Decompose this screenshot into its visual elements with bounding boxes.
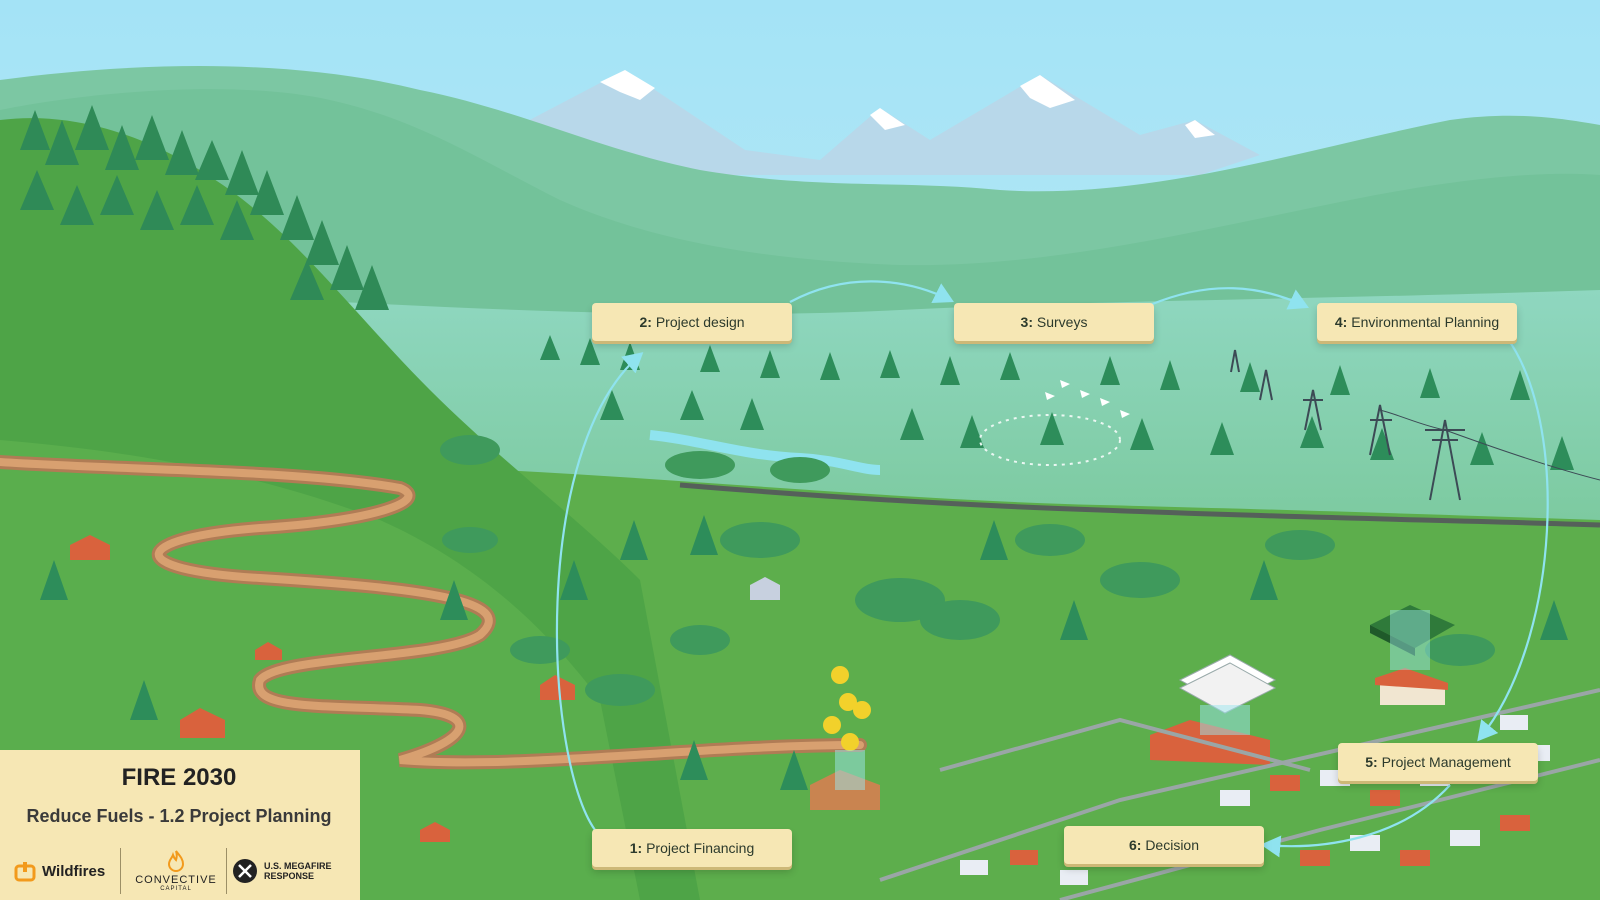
step-number: 6:: [1128, 837, 1142, 853]
step-2-project-design[interactable]: 2: Project design: [592, 303, 792, 341]
panel-title: FIRE 2030: [121, 764, 237, 791]
power-pylons: [1230, 349, 1600, 501]
step-label: Project design: [655, 314, 745, 330]
bushes: [440, 435, 1495, 706]
step-label: Surveys: [1036, 314, 1088, 330]
pine-forest: [20, 105, 389, 310]
convective-capital-logo: CONVECTIVE CAPITAL: [126, 846, 226, 896]
step-6-decision[interactable]: 6: Decision: [1064, 826, 1264, 864]
snowy-mountains: [500, 70, 1260, 175]
step-label: Environmental Planning: [1351, 314, 1500, 330]
step-number: 2:: [639, 314, 652, 330]
green-book-icon: [1370, 605, 1455, 670]
flame-icon: [167, 850, 185, 872]
coins-icon: [823, 666, 871, 790]
convective-logo-subtext: CAPITAL: [160, 886, 192, 892]
document-stack-icon: [1178, 654, 1277, 735]
wildfires-logo-icon: [14, 862, 36, 882]
convective-logo-text: CONVECTIVE: [135, 874, 217, 886]
step-label: Project Management: [1381, 754, 1511, 770]
cycle-arrows: [555, 280, 1549, 858]
step-number: 4:: [1334, 314, 1348, 330]
mid-hills: [0, 89, 1600, 360]
step-number: 1:: [629, 840, 643, 856]
logo-divider: [120, 848, 121, 894]
step-1-project-financing[interactable]: 1: Project Financing: [592, 829, 792, 867]
megafire-logo-text: U.S. MEGAFIRE RESPONSE: [264, 861, 332, 881]
panel-subtitle: Reduce Fuels - 1.2 Project Planning: [26, 806, 332, 826]
valley-trees: [40, 335, 1574, 790]
step-number: 3:: [1020, 314, 1033, 330]
step-3-surveys[interactable]: 3: Surveys: [954, 303, 1154, 341]
megafire-response-logo: U.S. MEGAFIRE RESPONSE: [232, 846, 344, 896]
suburb-roads: [879, 688, 1600, 900]
wildfires-logo-text: Wildfires: [42, 862, 106, 880]
foreground-meadow: [430, 470, 1600, 900]
road: [679, 482, 1600, 528]
survey-markers: [1045, 380, 1130, 418]
step-4-environmental-planning[interactable]: 4: Environmental Planning: [1317, 303, 1517, 341]
wildfires-logo: Wildfires: [14, 846, 105, 896]
survey-area-circle: [979, 414, 1121, 466]
step-label: Project Financing: [646, 840, 755, 856]
logo-divider: [226, 848, 227, 894]
step-5-project-management[interactable]: 5: Project Management: [1338, 743, 1538, 781]
step-number: 5:: [1365, 754, 1378, 770]
title-panel: FIRE 2030 Reduce Fuels - 1.2 Project Pla…: [0, 750, 358, 900]
megafire-logo-icon: [233, 859, 257, 883]
step-label: Decision: [1145, 837, 1200, 853]
